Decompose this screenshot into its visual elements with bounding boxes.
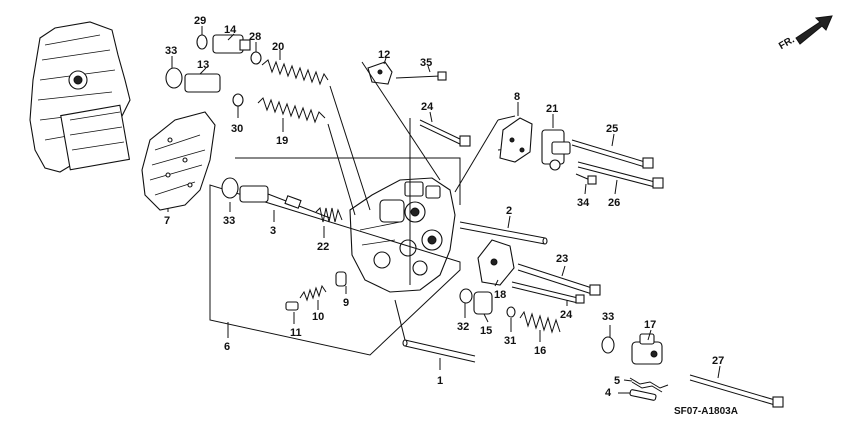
callout-label: 33 (602, 311, 614, 323)
callout-label: 10 (312, 311, 324, 323)
callout-label: 24 (421, 101, 434, 113)
callout-label: 21 (546, 103, 558, 115)
pin-1 (402, 339, 476, 370)
bolt-26 (577, 161, 664, 195)
spring-clip-5 (623, 377, 669, 393)
bolt-24-upper (419, 111, 471, 147)
callout-label: 1 (437, 375, 443, 387)
pin-4 (618, 389, 657, 401)
callout-labels: 1 2 3 4 5 6 7 8 9 10 11 12 13 14 15 16 1… (164, 15, 724, 399)
callout-label: 26 (608, 197, 620, 209)
callout-label: 13 (197, 59, 209, 71)
bracket-8 (499, 102, 533, 163)
callout-label: 2 (506, 205, 512, 217)
callout-label: 23 (556, 253, 568, 265)
callout-label: 33 (165, 45, 177, 57)
spring-22 (315, 206, 343, 238)
pin-2 (459, 215, 548, 245)
callout-label: 5 (614, 375, 620, 387)
callout-label: 33 (223, 215, 235, 227)
bolt-23 (517, 263, 601, 296)
callout-label: 28 (249, 31, 261, 43)
callout-label: 27 (712, 355, 724, 367)
transmission-case (29, 21, 131, 173)
callout-label: 20 (272, 41, 284, 53)
top-left-small-parts (165, 34, 329, 124)
callout-label: 32 (457, 321, 469, 333)
lower-center-parts (459, 288, 561, 342)
bracket-12 (367, 57, 447, 85)
callout-label: 7 (164, 215, 170, 227)
bolt-27 (689, 365, 784, 408)
callout-label: 6 (224, 341, 230, 353)
separator-plate (141, 111, 216, 211)
callout-label: 24 (560, 309, 573, 321)
callout-label: 16 (534, 345, 546, 357)
bolt-25 (571, 133, 654, 169)
callout-label: 14 (224, 24, 237, 36)
callout-label: 11 (290, 327, 302, 339)
leader-lines (167, 26, 284, 212)
callout-label: 35 (420, 57, 432, 69)
servo-17 (631, 329, 663, 365)
detent-parts (285, 271, 347, 324)
bolt-24-lower (511, 281, 585, 306)
callout-label: 31 (504, 335, 516, 347)
callout-label: 30 (231, 123, 243, 135)
callout-label: 3 (270, 225, 276, 237)
callout-label: 8 (514, 91, 520, 103)
front-direction-label: FR. (777, 34, 797, 52)
callout-label: 18 (494, 289, 506, 301)
valve-body (349, 177, 456, 293)
callout-label: 9 (343, 297, 349, 309)
callout-label: 19 (276, 135, 288, 147)
drawing-code: SF07-A1803A (674, 406, 738, 417)
callout-label: 17 (644, 319, 656, 331)
front-direction-arrow (795, 15, 833, 45)
callout-label: 15 (480, 325, 492, 337)
plate-18 (477, 239, 515, 287)
solenoid-21 (541, 114, 571, 171)
oring-33-right (601, 325, 615, 354)
bolt-34 (575, 173, 597, 195)
callout-label: 12 (378, 49, 390, 61)
guide-lines (327, 61, 521, 341)
callout-label: 34 (577, 197, 590, 209)
callout-label: 4 (605, 387, 612, 399)
callout-label: 29 (194, 15, 206, 27)
callout-label: 22 (317, 241, 329, 253)
spool-valve-3 (221, 177, 331, 222)
callout-label: 25 (606, 123, 618, 135)
